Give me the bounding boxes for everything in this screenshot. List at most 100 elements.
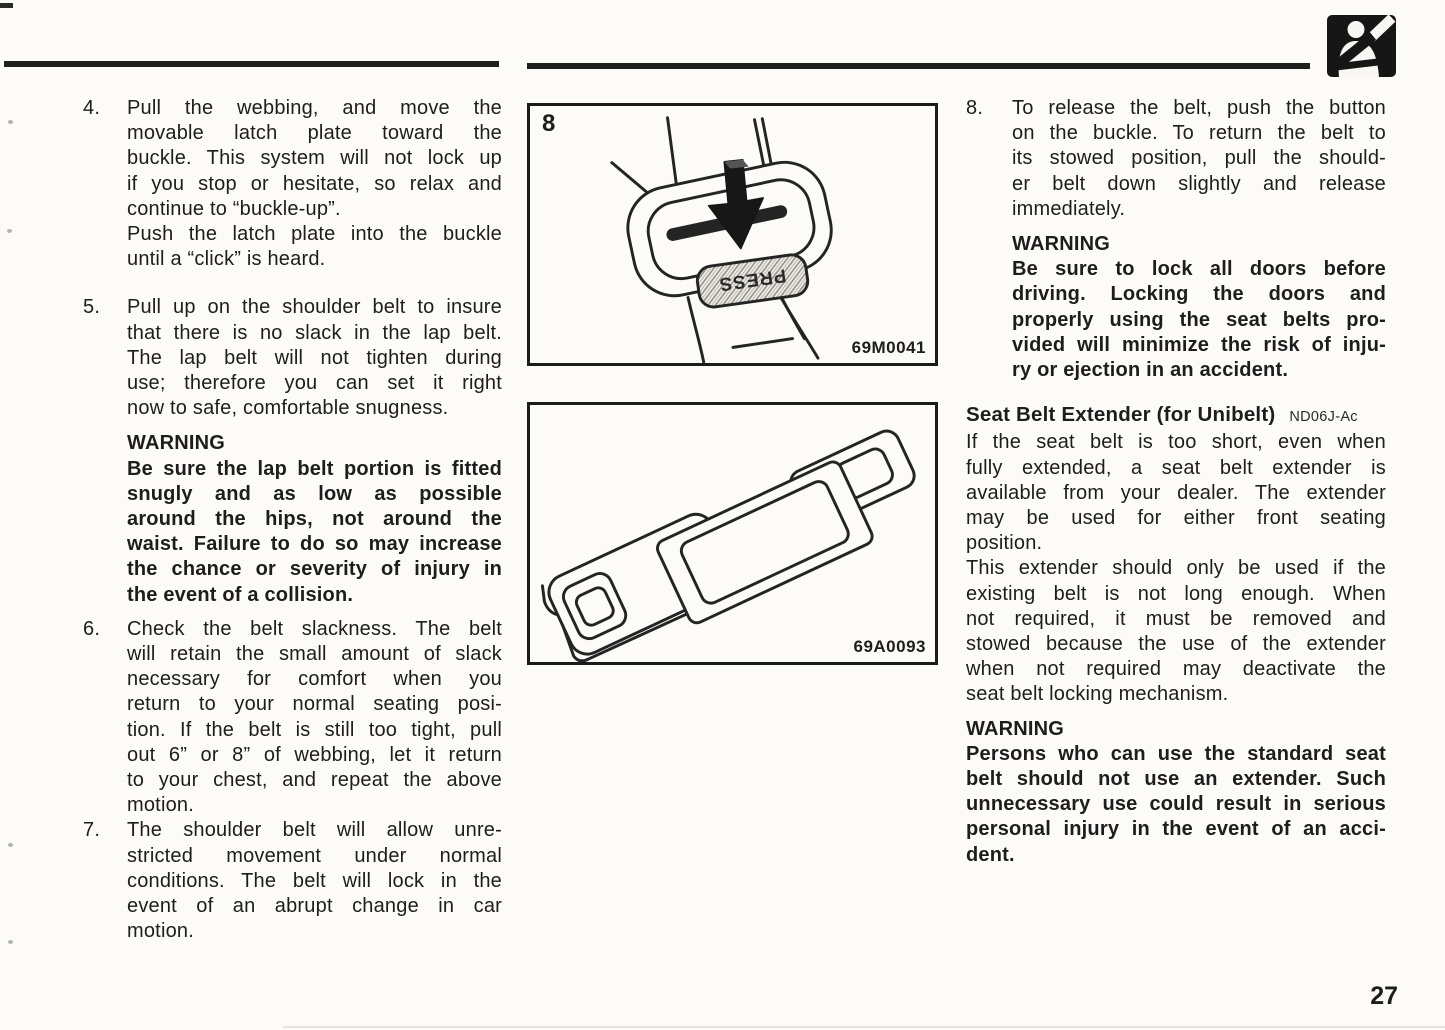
text-line: available from your dealer. The extender <box>966 481 1386 504</box>
text-line: This extender should only be used if the <box>966 557 1386 580</box>
text-line: er belt down slightly and release <box>1012 172 1386 195</box>
text-line: use; therefore you can set it right <box>127 372 502 395</box>
text-line: snugly and as low as possible <box>127 482 502 505</box>
warning-lock-doors: WARNING Be sure to lock all doors before… <box>1012 232 1386 383</box>
text-line: tion. If the belt is still too tight, pu… <box>127 718 502 741</box>
header-rule-right <box>527 63 1310 69</box>
text-line: conditions. The belt will lock in the <box>127 869 502 892</box>
text-line: waist. Failure to do so may increase <box>127 533 502 556</box>
text-line: unnecessary use could result in serious <box>966 793 1386 816</box>
section-seat-belt-extender: Seat Belt Extender (for Unibelt) ND06J-A… <box>966 402 1386 707</box>
item-text: The shoulder belt will allow unre-strict… <box>127 818 502 944</box>
text-line: To release the belt, push the button <box>1012 97 1386 119</box>
warning-lap-belt: WARNING Be sure the lap belt portion is … <box>127 431 502 607</box>
text-line: The lap belt will not tighten during <box>127 346 502 369</box>
list-item-5: 5. Pull up on the shoulder belt to insur… <box>83 295 502 421</box>
text-line: that there is no slack in the lap belt. <box>127 321 502 344</box>
text-line: motion. <box>127 920 194 943</box>
text-line: fully extended, a seat belt extender is <box>966 456 1386 479</box>
scan-edge-tick <box>0 3 13 8</box>
section-title: Seat Belt Extender (for Unibelt) <box>966 403 1276 427</box>
text-line: return to your normal seating posi- <box>127 693 502 716</box>
text-line: buckle. This system will not lock up <box>127 147 502 170</box>
text-line: seat belt locking mechanism. <box>966 683 1229 706</box>
text-line: out 6” or 8” of webbing, let it return <box>127 743 502 766</box>
figure-code: 69M0041 <box>851 338 926 357</box>
text-line: around the hips, not around the <box>127 508 502 531</box>
text-line: personal injury in the event of an acci- <box>966 818 1386 841</box>
text-line: If the seat belt is too short, even when <box>966 431 1386 454</box>
scan-bottom-edge <box>283 1026 1445 1028</box>
text-line: position. <box>966 532 1043 555</box>
item-number: 8. <box>966 97 984 119</box>
text-line: driving. Locking the doors and <box>1012 283 1386 306</box>
text-line: continue to “buckle-up”. <box>127 197 341 220</box>
warning-extender-use: WARNING Persons who can use the standard… <box>966 717 1386 868</box>
text-line: may be used for either front seating <box>966 507 1386 530</box>
text-line: when not required may deactivate the <box>966 658 1386 681</box>
text-line: immediately. <box>1012 197 1126 220</box>
seat-belt-icon <box>1327 15 1396 77</box>
header-rule-left <box>4 61 499 67</box>
scan-speck <box>8 940 13 944</box>
text-line: Pull up on the shoulder belt to insure <box>127 296 502 319</box>
item-number: 4. <box>83 97 101 119</box>
warning-heading: WARNING <box>1012 233 1111 256</box>
text-line: Be sure to lock all doors before <box>1012 258 1386 281</box>
text-line: Be sure the lap belt portion is fitted <box>127 457 502 480</box>
figure-code: 69A0093 <box>853 637 926 656</box>
text-line: properly using the seat belts pro- <box>1012 308 1386 331</box>
section-heading: Seat Belt Extender (for Unibelt) ND06J-A… <box>966 402 1386 430</box>
item-number: 5. <box>83 296 101 319</box>
scan-speck <box>7 229 12 233</box>
figure-label: 8 <box>542 110 556 137</box>
text-line: necessary for comfort when you <box>127 668 502 691</box>
warning-heading: WARNING <box>966 717 1065 740</box>
page-number: 27 <box>1370 982 1398 1010</box>
item-text: Check the belt slackness. The belt will r… <box>127 617 502 819</box>
scan-speck <box>8 843 13 847</box>
text-line: not required, it must be removed and <box>966 607 1386 630</box>
text-line: will retain the small amount of slack <box>127 643 502 666</box>
text-line: ry or ejection in an accident. <box>1012 359 1289 382</box>
list-item-6: 6. Check the belt slackness. The belt wil… <box>83 617 502 819</box>
text-line: if you stop or hesitate, so relax and <box>127 172 502 195</box>
text-line: the chance or severity of injury in <box>127 558 502 581</box>
section-code: ND06J-Ac <box>1289 409 1358 426</box>
text-line: until a “click” is heard. <box>127 248 326 271</box>
item-number: 6. <box>83 617 101 640</box>
figure-belt-buckle: PRESS 8 69M0041 <box>527 103 938 366</box>
buckle-illustration: PRESS <box>610 116 833 363</box>
text-line: to your chest, and repeat the above <box>127 769 502 792</box>
scan-speck <box>8 120 13 124</box>
text-line: Check the belt slackness. The belt <box>127 617 502 640</box>
text-line: Push the latch plate into the buckle <box>127 223 502 246</box>
text-line: event of an abrupt change in car <box>127 895 502 918</box>
warning-heading: WARNING <box>127 432 226 455</box>
list-item-7: 7. The shoulder belt will allow unre-str… <box>83 818 502 944</box>
text-line: dent. <box>966 843 1015 866</box>
list-item-8: 8. To release the belt, push the button o… <box>966 96 1386 222</box>
text-line: Pull the webbing, and move the <box>127 97 502 119</box>
text-line: belt should not use an extender. Such <box>966 768 1386 791</box>
extender-illustration <box>540 429 916 662</box>
text-line: stricted movement under normal <box>127 844 502 867</box>
text-line: motion. <box>127 794 194 817</box>
text-line: vided will minimize the risk of inju- <box>1012 333 1386 356</box>
text-line: The shoulder belt will allow unre- <box>127 819 502 842</box>
text-line: existing belt is not long enough. When <box>966 582 1386 605</box>
item-text: To release the belt, push the button on t… <box>1012 96 1386 222</box>
text-line: on the buckle. To return the belt to <box>1012 122 1386 145</box>
section-text: If the seat belt is too short, even when… <box>966 430 1386 707</box>
text-line: its stowed position, pull the should- <box>1012 147 1386 170</box>
text-line: the event of a collision. <box>127 583 354 606</box>
figure-belt-extender: 69A0093 <box>527 402 938 665</box>
